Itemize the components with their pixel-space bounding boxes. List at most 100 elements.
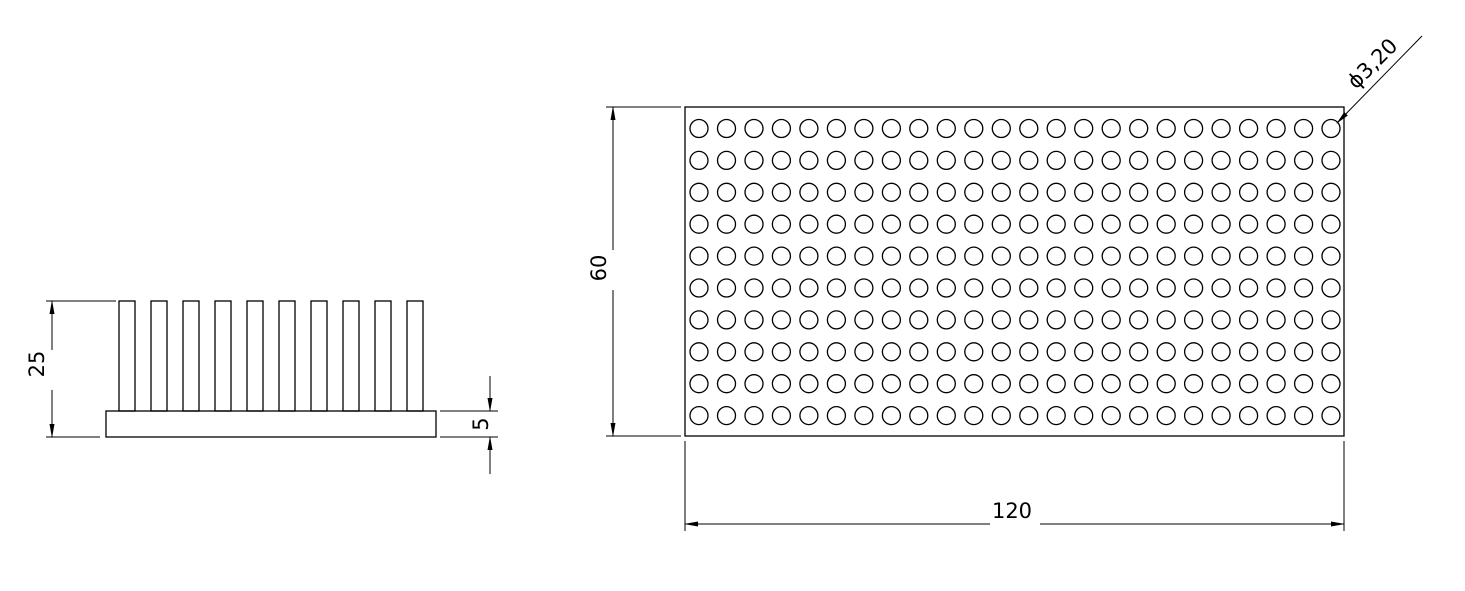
pin-hole — [1266, 118, 1286, 139]
pin-hole — [1156, 182, 1176, 202]
pin-hole — [716, 182, 737, 202]
pin-hole — [881, 374, 902, 394]
pin-hole — [771, 246, 792, 266]
pin-hole — [826, 310, 847, 330]
pin-hole — [826, 182, 847, 202]
heatsink-pin — [118, 300, 136, 412]
hole-diameter-callout: ϕ3,20 — [1336, 34, 1423, 124]
pin-hole — [1183, 342, 1204, 362]
pin-hole — [1321, 310, 1341, 330]
pin-hole — [1183, 310, 1204, 330]
pin-hole — [799, 182, 819, 202]
top-height-dimension: 60 — [587, 106, 681, 437]
pin-hole — [909, 374, 929, 394]
pin-hole — [1046, 246, 1066, 266]
pin-hole — [1101, 182, 1121, 202]
pin-hole — [771, 405, 792, 426]
pin-hole — [1211, 310, 1231, 330]
pin-hole — [909, 246, 929, 266]
pin-hole — [799, 246, 819, 266]
pin-hole — [1046, 118, 1066, 139]
pin-hole — [799, 150, 819, 171]
pin-hole — [991, 278, 1011, 298]
pin-hole — [1183, 214, 1204, 234]
pin-hole — [991, 342, 1011, 362]
pin-hole — [881, 342, 902, 362]
heatsink-pin — [182, 300, 200, 412]
pin-hole — [964, 310, 984, 330]
pin-hole — [799, 342, 819, 362]
pin-hole — [1238, 246, 1259, 266]
pin-hole — [1293, 118, 1314, 139]
pin-hole — [1156, 214, 1176, 234]
height-dimension: 25 — [25, 300, 116, 438]
pin-hole — [716, 310, 737, 330]
pin-hole — [1238, 214, 1259, 234]
base-thickness-dimension: 5 — [440, 376, 498, 474]
heatsink-pin — [150, 300, 168, 412]
pin-hole — [826, 278, 847, 298]
base-thickness-label: 5 — [469, 417, 493, 430]
pin-hole — [1293, 374, 1314, 394]
pin-hole — [1211, 182, 1231, 202]
pin-hole — [1019, 150, 1039, 171]
pin-hole — [799, 405, 819, 426]
pin-hole — [716, 246, 737, 266]
pin-hole — [1211, 405, 1231, 426]
pin-hole — [744, 246, 764, 266]
pin-hole — [854, 374, 874, 394]
pin-hole — [744, 118, 764, 139]
pin-hole — [909, 182, 929, 202]
pin-hole — [881, 118, 902, 139]
pin-hole — [964, 246, 984, 266]
pin-hole — [1101, 374, 1121, 394]
pin-hole — [1019, 342, 1039, 362]
width-label: 120 — [992, 499, 1032, 523]
pin-hole — [1266, 374, 1286, 394]
pin-hole — [1183, 182, 1204, 202]
pin-hole — [1321, 214, 1341, 234]
pin-hole — [1293, 182, 1314, 202]
heatsink-pin — [214, 300, 232, 412]
pin-hole — [991, 310, 1011, 330]
pin-hole — [964, 405, 984, 426]
pin-hole — [1293, 278, 1314, 298]
pin-hole — [1101, 278, 1121, 298]
heatsink-pin — [342, 300, 360, 412]
pin-hole — [1211, 118, 1231, 139]
pin-hole — [991, 150, 1011, 171]
pin-hole — [744, 374, 764, 394]
pin-hole — [799, 214, 819, 234]
pin-hole — [964, 214, 984, 234]
pin-hole — [1019, 405, 1039, 426]
pin-hole — [1156, 310, 1176, 330]
pin-hole — [909, 214, 929, 234]
pin-hole — [1074, 278, 1094, 298]
pin-hole — [799, 310, 819, 330]
pin-hole — [1129, 278, 1149, 298]
pin-hole — [1156, 278, 1176, 298]
pin-hole — [936, 214, 956, 234]
pin-hole — [909, 150, 929, 171]
top-height-label: 60 — [587, 255, 611, 282]
pin-hole — [991, 246, 1011, 266]
side-view: 25 5 — [25, 300, 498, 474]
pin-hole — [909, 342, 929, 362]
pin-hole — [799, 374, 819, 394]
pin-hole — [771, 214, 792, 234]
pin-hole — [826, 342, 847, 362]
width-dimension: 120 — [684, 441, 1345, 531]
pin-hole — [1238, 310, 1259, 330]
pin-hole — [1019, 310, 1039, 330]
pin-hole — [854, 278, 874, 298]
pin-hole — [991, 374, 1011, 394]
pin-hole — [771, 278, 792, 298]
pin-hole — [1129, 374, 1149, 394]
pin-hole — [799, 278, 819, 298]
top-view-outline — [684, 106, 1345, 437]
pin-hole — [1101, 214, 1121, 234]
pin-hole — [1046, 310, 1066, 330]
pin-hole — [1266, 214, 1286, 234]
pin-hole — [1183, 374, 1204, 394]
